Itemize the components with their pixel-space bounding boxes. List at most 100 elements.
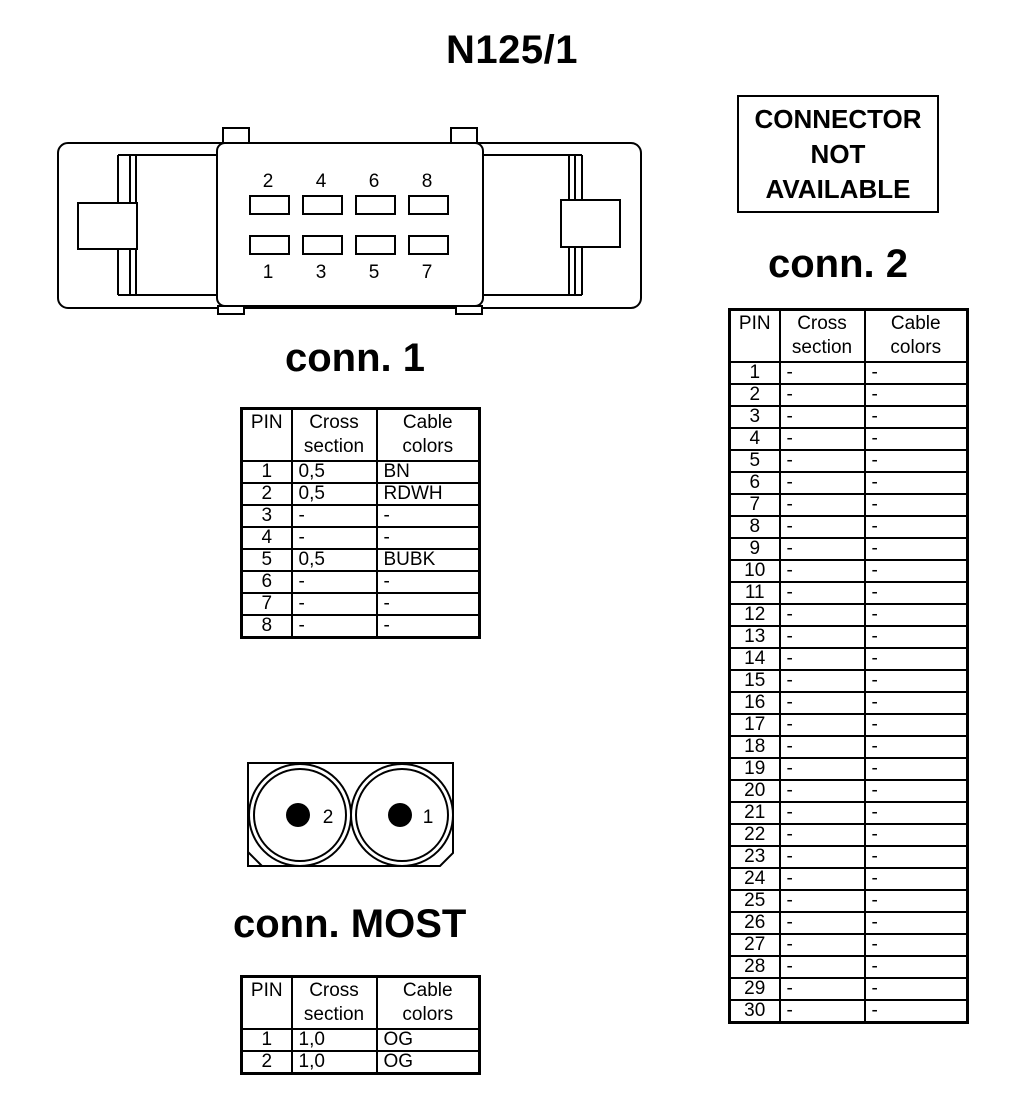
pin-cell: 23 (728, 845, 781, 869)
connector-1-lock-left (77, 202, 138, 250)
table-row: 29-- (728, 977, 969, 1001)
cable-color-cell: - (863, 823, 969, 847)
table-row: 9-- (728, 537, 969, 561)
cable-color-cell: - (375, 504, 481, 528)
pin-cell: 1 (728, 361, 781, 385)
most-pin-label: 1 (423, 807, 434, 828)
cross-section-cell: - (778, 581, 866, 605)
pin-cell: 9 (728, 537, 781, 561)
cable-color-cell: RDWH (375, 482, 481, 506)
pin-cell: 24 (728, 867, 781, 891)
pin-cell: 12 (728, 603, 781, 627)
pin-cell: 22 (728, 823, 781, 847)
cross-section-cell: - (778, 933, 866, 957)
pin-cell: 8 (240, 614, 293, 639)
pin-cavity (249, 195, 290, 215)
pin-cell: 11 (728, 581, 781, 605)
pin-cell: 26 (728, 911, 781, 935)
pin-label: 4 (316, 171, 327, 192)
table-row: 7-- (728, 493, 969, 517)
pin-cell: 15 (728, 669, 781, 693)
pin-cell: 25 (728, 889, 781, 913)
table-row: 8-- (240, 614, 481, 639)
connector-not-available-box: CONNECTOR NOT AVAILABLE (737, 95, 939, 213)
pin-cell: 4 (728, 427, 781, 451)
pin-label: 1 (263, 262, 274, 283)
table-row: 20-- (728, 779, 969, 803)
cross-section-cell: - (778, 361, 866, 385)
cable-color-cell: - (863, 779, 969, 803)
cross-section-cell: - (778, 801, 866, 825)
pin-cell: 13 (728, 625, 781, 649)
cable-color-cell: - (863, 757, 969, 781)
table-row: 21-- (728, 801, 969, 825)
cross-section-cell: 1,0 (290, 1028, 378, 1052)
diagram-title: N125/1 (446, 28, 578, 72)
header-pin: PIN (240, 975, 293, 1030)
pin-cell: 16 (728, 691, 781, 715)
pin-cell: 18 (728, 735, 781, 759)
table-row: 12-- (728, 603, 969, 627)
connector-1-latch (450, 127, 478, 144)
cable-color-cell: - (375, 592, 481, 616)
cable-color-cell: - (863, 801, 969, 825)
pin-cell: 20 (728, 779, 781, 803)
cable-color-cell: - (863, 647, 969, 671)
pin-cell: 30 (728, 999, 781, 1024)
cross-section-cell: - (778, 845, 866, 869)
cable-color-cell: - (863, 427, 969, 451)
pin-label: 8 (422, 171, 433, 192)
pin-cell: 21 (728, 801, 781, 825)
cross-section-cell: - (778, 889, 866, 913)
cable-color-cell: OG (375, 1050, 481, 1075)
cable-color-cell: - (863, 977, 969, 1001)
pin-label: 7 (422, 262, 433, 283)
connector-1-drawing: 2 4 6 8 1 3 5 7 (57, 127, 642, 315)
cable-color-cell: - (863, 845, 969, 869)
pin-cell: 7 (240, 592, 293, 616)
table-row: 3-- (240, 504, 481, 528)
cross-section-cell: - (778, 999, 866, 1024)
pin-label: 2 (263, 171, 274, 192)
connector-1-latch (222, 127, 250, 144)
most-pin-1-dot (388, 803, 412, 827)
cross-section-cell: - (778, 735, 866, 759)
pin-cavity (249, 235, 290, 255)
table-row: 26-- (728, 911, 969, 935)
cable-color-cell: - (863, 361, 969, 385)
cable-color-cell: BN (375, 460, 481, 484)
most-port-2 (253, 768, 347, 862)
connector-1-lock-right (560, 199, 621, 248)
cable-color-cell: - (863, 559, 969, 583)
cross-section-cell: - (778, 647, 866, 671)
table-row: 16-- (728, 691, 969, 715)
pin-cavity (302, 195, 343, 215)
pin-cell: 6 (240, 570, 293, 594)
table-row: 18-- (728, 735, 969, 759)
pin-cell: 5 (240, 548, 293, 572)
cross-section-cell: - (778, 977, 866, 1001)
pin-cell: 6 (728, 471, 781, 495)
most-port-1 (355, 768, 449, 862)
cable-color-cell: - (863, 537, 969, 561)
pin-cell: 2 (240, 1050, 293, 1075)
table-row: 6-- (728, 471, 969, 495)
cross-section-cell: - (778, 515, 866, 539)
connector-1-body (216, 142, 484, 307)
cross-section-cell: - (778, 669, 866, 693)
not-available-line: NOT (810, 138, 866, 169)
cross-section-cell: - (778, 383, 866, 407)
cross-section-cell: - (778, 449, 866, 473)
cable-color-cell: - (863, 471, 969, 495)
